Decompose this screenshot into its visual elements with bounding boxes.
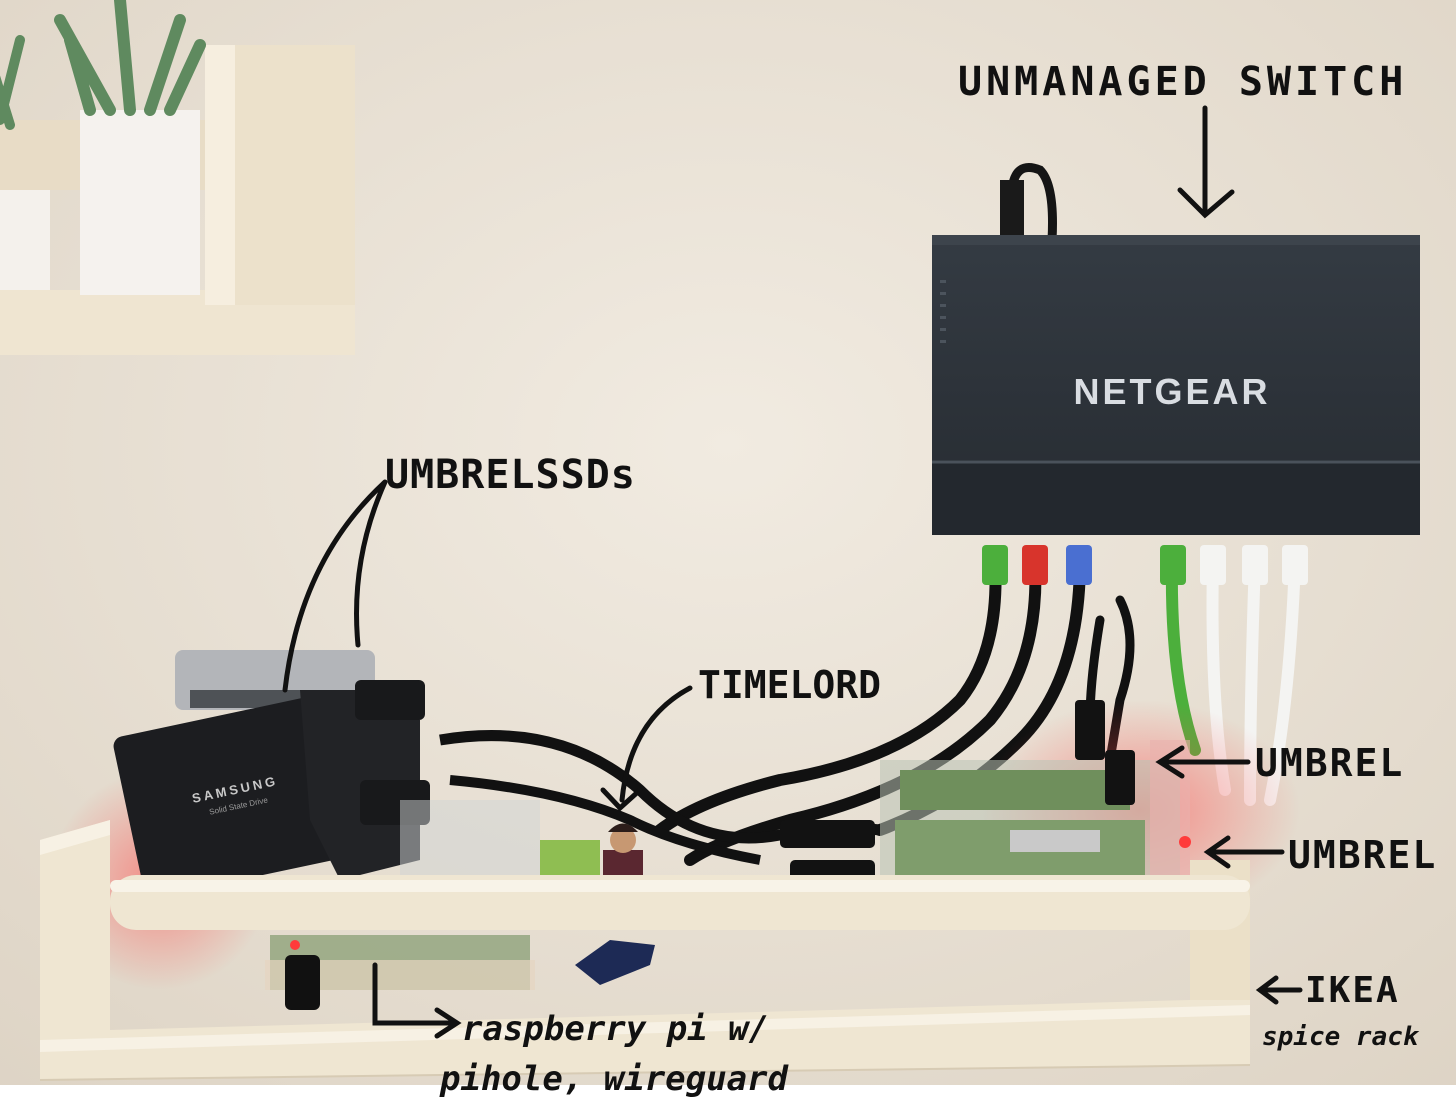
umbrel-pi-stack (780, 700, 1191, 890)
annotation-umbrel-top-label: UMBREL (1255, 741, 1404, 785)
led-indicator (1179, 836, 1191, 848)
bottom-border (0, 1085, 1456, 1110)
annotation-pi: raspberry pi w/ pihole, wireguard (372, 962, 790, 1099)
pointer-line-icon (282, 479, 388, 693)
arrow-left-icon (1155, 745, 1251, 779)
annotation-umbrel-top: UMBREL (1155, 741, 1404, 785)
annotation-pi-sublabel: pihole, wireguard (439, 1059, 790, 1099)
pointer-line-icon (600, 685, 693, 812)
annotation-umbrel-bottom: UMBREL (1203, 833, 1437, 877)
switch-brand-label: NETGEAR (1073, 371, 1270, 412)
rj45-plugs (982, 545, 1308, 585)
arrow-left-icon (1203, 835, 1285, 869)
annotation-umbrel-bottom-label: UMBREL (1288, 833, 1437, 877)
network-switch: NETGEAR (932, 235, 1420, 535)
umbrel-ssds: SAMSUNG Solid State Drive (113, 650, 430, 899)
annotation-ikea-sublabel: spice rack (1262, 1022, 1420, 1052)
annotation-timelord: TIMELORD (600, 663, 881, 812)
arrow-left-icon (1255, 975, 1303, 1005)
ikea-spice-rack (39, 820, 1251, 1081)
annotation-ssds: UMBRELSSDs (282, 452, 636, 693)
annotation-ssds-label: UMBRELSSDs (385, 452, 636, 498)
switch-power-cable (1007, 163, 1057, 241)
arrow-right-icon (372, 962, 462, 1039)
raspberry-pi-w (265, 800, 600, 1010)
annotation-timelord-label: TIMELORD (698, 663, 881, 707)
annotation-ikea: IKEA spice rack (1255, 970, 1420, 1052)
annotation-pi-label: raspberry pi w/ (462, 1009, 769, 1049)
blue-object (575, 940, 655, 985)
annotation-ikea-label: IKEA (1305, 970, 1400, 1011)
upper-shelf (0, 0, 355, 355)
annotation-switch-label: UNMANAGED SWITCH (958, 59, 1407, 105)
arrow-down-icon (1177, 105, 1235, 219)
annotation-switch: UNMANAGED SWITCH (958, 59, 1407, 219)
